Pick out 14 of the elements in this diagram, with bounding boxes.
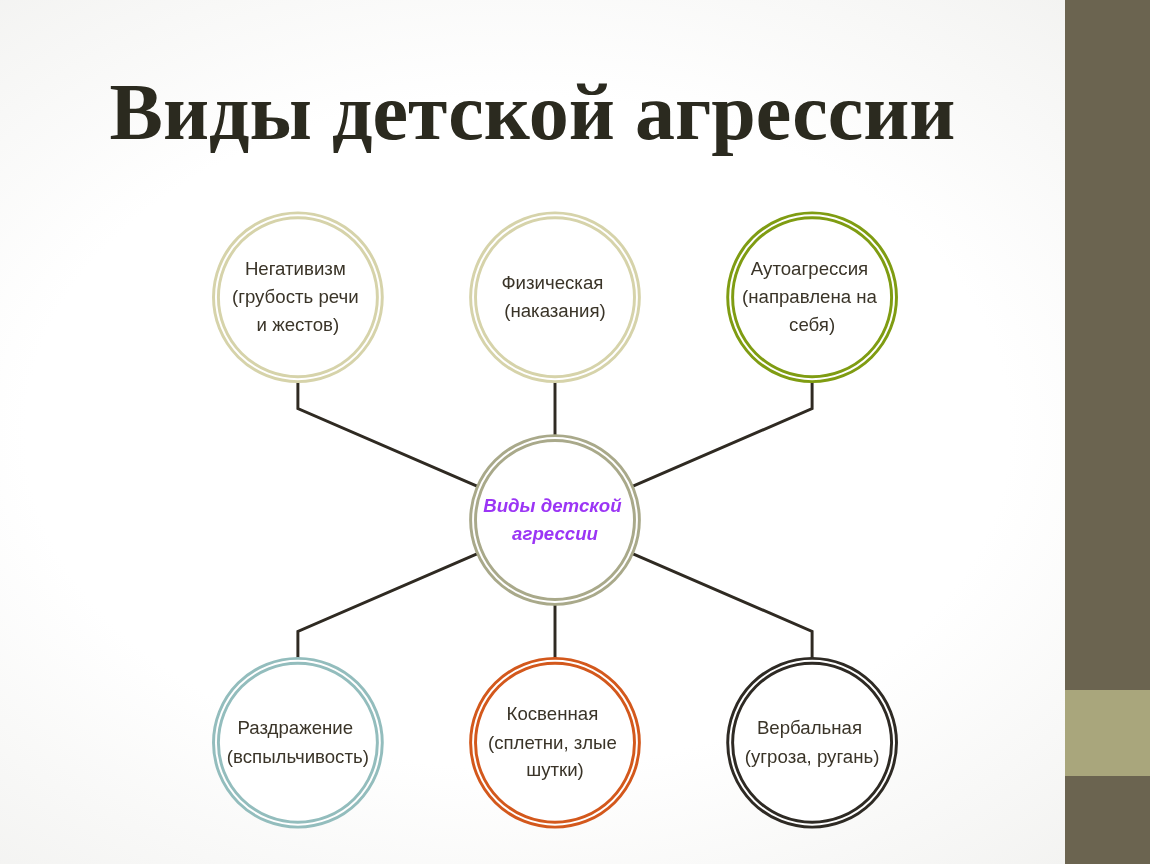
connector xyxy=(553,381,557,436)
node-circle: Раздражение (вспыльчивость) xyxy=(212,656,384,829)
connector xyxy=(296,381,479,488)
node-circle: Косвенная (сплетни, злые шутки) xyxy=(469,656,641,829)
slide-title: Виды детской агрессии xyxy=(108,67,957,158)
connector xyxy=(631,381,814,488)
connector xyxy=(631,552,814,659)
node-circle: Негативизм (грубость речи и жестов) xyxy=(212,211,384,384)
node-circle: Аутоагрессия (направлена на себя) xyxy=(726,211,898,384)
node-circle: Физическая (наказания) xyxy=(469,211,641,384)
connector xyxy=(553,604,557,659)
connector xyxy=(296,552,479,659)
node-circle: Вербальная (угроза, ругань) xyxy=(726,656,898,829)
node-circle: Виды детской агрессии xyxy=(469,434,641,606)
